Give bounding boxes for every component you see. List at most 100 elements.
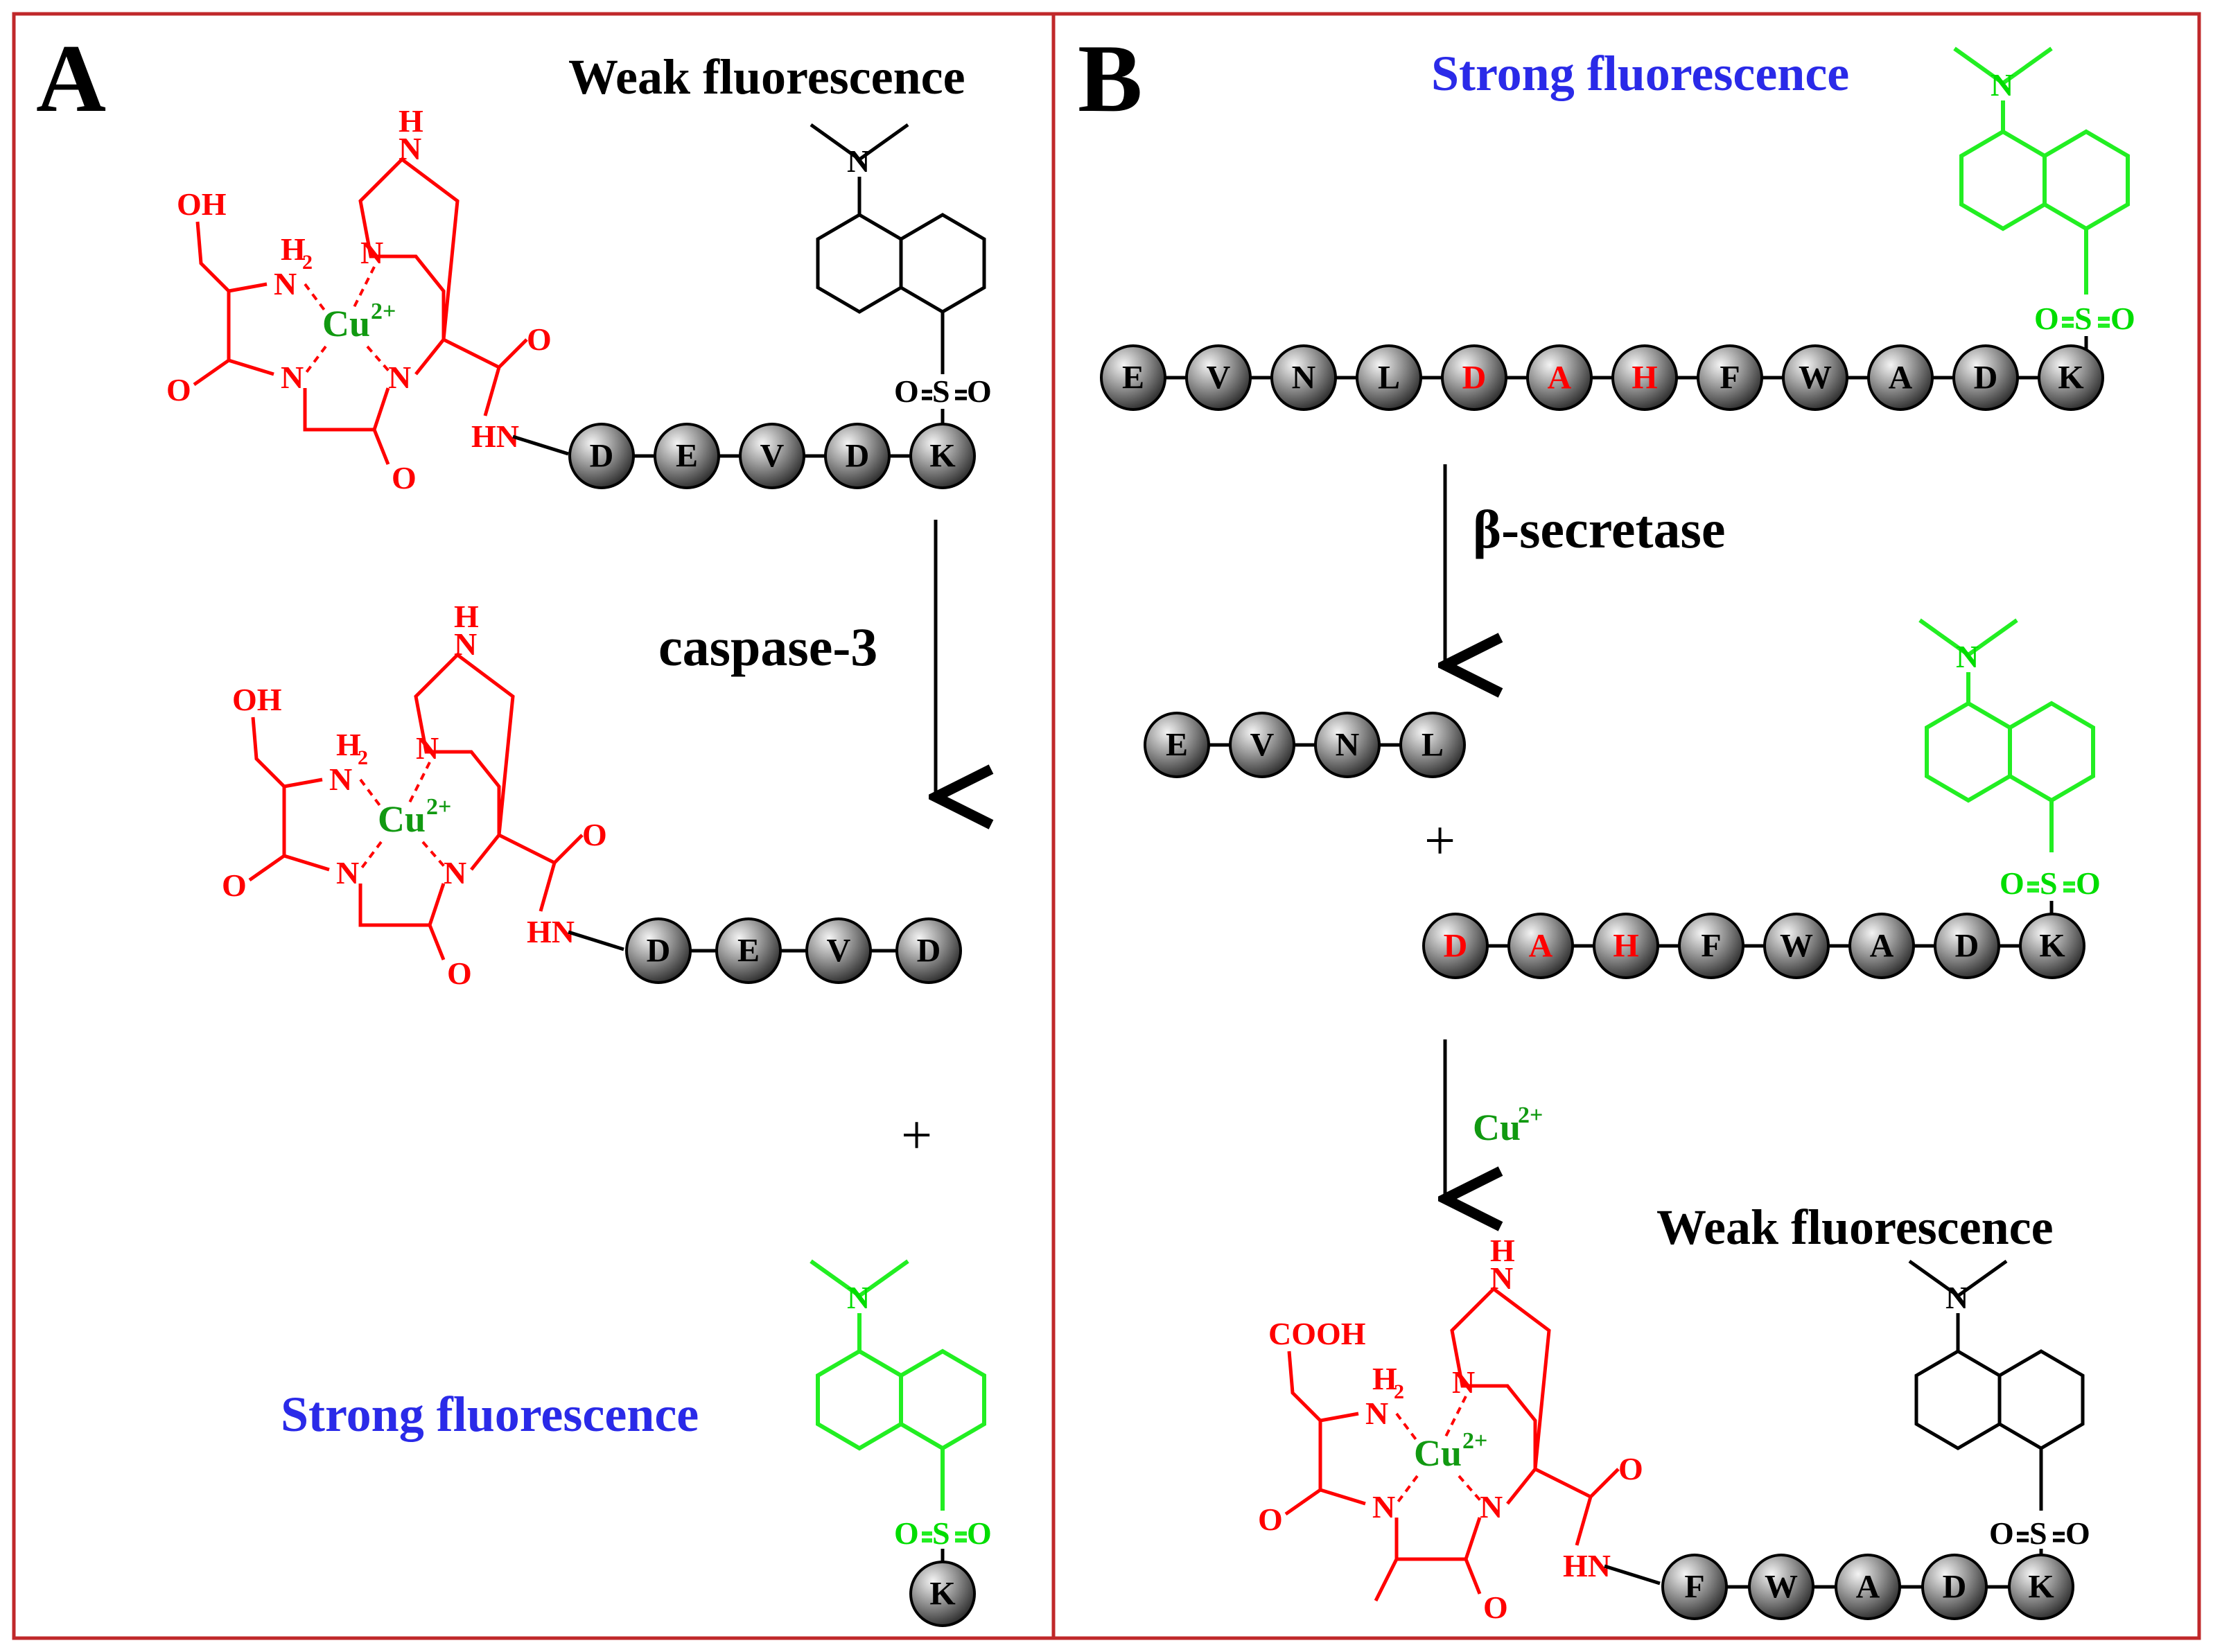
panel-b-bottom-title: Weak fluorescence xyxy=(1656,1200,2054,1255)
amino-acid-bead xyxy=(824,423,891,489)
amino-acid-label: D xyxy=(1444,928,1468,965)
amino-acid-label: E xyxy=(1122,360,1144,396)
amino-acid-bead xyxy=(739,423,805,489)
amino-acid-label: N xyxy=(1292,360,1316,396)
svg-text:O: O xyxy=(894,374,919,409)
svg-text:N: N xyxy=(1490,1260,1513,1296)
svg-text:N: N xyxy=(847,1280,870,1315)
dansyl-b1: N O S O xyxy=(1953,46,2135,353)
enzyme-caspase-3: caspase-3 xyxy=(658,617,877,677)
svg-text:O: O xyxy=(1989,1515,2014,1551)
amino-acid-bead xyxy=(1748,1554,1814,1620)
svg-text:COOH: COOH xyxy=(1268,1316,1366,1351)
amino-acid-label: F xyxy=(1720,360,1740,396)
svg-text:O: O xyxy=(2076,865,2101,901)
metal-step-charge: 2+ xyxy=(1518,1102,1543,1128)
amino-acid-bead xyxy=(1678,913,1744,979)
svg-text:O: O xyxy=(582,817,607,852)
svg-text:S: S xyxy=(2074,301,2092,336)
amino-acid-bead xyxy=(715,917,782,984)
svg-text:O: O xyxy=(447,956,472,991)
svg-text:2: 2 xyxy=(358,746,368,769)
svg-text:H: H xyxy=(1490,1233,1515,1268)
amino-acid-label: W xyxy=(1799,360,1832,396)
svg-text:Cu: Cu xyxy=(1414,1432,1462,1474)
svg-text:O: O xyxy=(967,374,992,409)
enzyme-beta-secretase: β-secretase xyxy=(1473,499,1725,559)
amino-acid-label: E xyxy=(1166,727,1188,764)
svg-text:Cu: Cu xyxy=(378,798,426,840)
amino-acid-label: A xyxy=(1870,928,1894,965)
svg-text:N: N xyxy=(1945,1280,1968,1315)
dansyl-b2: N O S O xyxy=(1918,618,2101,922)
amino-acid-bead xyxy=(2019,913,2085,979)
svg-text:N: N xyxy=(454,626,477,662)
amino-acid-label: F xyxy=(1701,928,1721,965)
amino-acid-label: H xyxy=(1632,360,1657,396)
panel-a-label: A xyxy=(36,25,106,132)
amino-acid-label: L xyxy=(1378,360,1400,396)
svg-text:H: H xyxy=(399,103,423,139)
amino-acid-bead xyxy=(1144,712,1210,778)
svg-text:N: N xyxy=(1480,1489,1503,1524)
svg-text:N: N xyxy=(360,235,383,270)
amino-acid-bead xyxy=(895,917,962,984)
svg-text:N: N xyxy=(399,131,421,166)
plus-b: + xyxy=(1424,811,1455,872)
amino-acid-label: A xyxy=(1889,360,1913,396)
svg-text:H: H xyxy=(336,727,361,762)
svg-text:O: O xyxy=(222,868,247,903)
amino-acid-label: D xyxy=(1974,360,1998,396)
svg-text:2+: 2+ xyxy=(1462,1428,1487,1454)
dansyl-b3: N O S O xyxy=(1908,1259,2090,1563)
amino-acid-label: A xyxy=(1529,928,1553,965)
svg-text:O: O xyxy=(1483,1590,1508,1625)
amino-acid-bead xyxy=(1526,344,1593,411)
svg-text:O: O xyxy=(967,1515,992,1551)
panel-b-label: B xyxy=(1078,25,1142,132)
panel-a-bottom-title: Strong fluorescence xyxy=(281,1387,699,1442)
svg-text:H: H xyxy=(1372,1361,1397,1396)
svg-text:O: O xyxy=(1618,1451,1643,1486)
amino-acid-bead xyxy=(2008,1554,2074,1620)
amino-acid-label: A xyxy=(1856,1569,1880,1606)
svg-text:N: N xyxy=(281,360,304,395)
amino-acid-label: D xyxy=(647,933,671,969)
svg-text:O: O xyxy=(2065,1515,2090,1551)
svg-text:S: S xyxy=(932,374,950,409)
svg-text:H: H xyxy=(454,599,479,634)
amino-acid-bead xyxy=(2038,344,2104,411)
amino-acid-bead xyxy=(1422,913,1489,979)
amino-acid-label: N xyxy=(1336,727,1360,764)
panel-b-top-title: Strong fluorescence xyxy=(1431,46,1849,101)
svg-text:O: O xyxy=(2110,301,2135,336)
svg-text:N: N xyxy=(1956,639,1979,674)
svg-text:O: O xyxy=(392,460,417,495)
svg-text:N: N xyxy=(847,143,870,179)
svg-text:N: N xyxy=(444,855,466,890)
amino-acid-bead xyxy=(1697,344,1763,411)
amino-acid-bead xyxy=(1952,344,2019,411)
amino-acid-label: V xyxy=(760,438,785,475)
svg-text:HN: HN xyxy=(527,914,575,949)
dansyl-a1: N O S O xyxy=(810,123,992,430)
svg-text:N: N xyxy=(388,360,411,395)
amino-acid-label: V xyxy=(1250,727,1275,764)
svg-text:O: O xyxy=(894,1515,919,1551)
svg-text:N: N xyxy=(1991,67,2013,103)
amino-acid-bead xyxy=(1593,913,1659,979)
svg-text:O: O xyxy=(527,322,552,357)
amino-acid-bead xyxy=(909,423,976,489)
amino-acid-bead xyxy=(1314,712,1381,778)
metal-step-label: Cu xyxy=(1473,1107,1521,1148)
amino-acid-bead xyxy=(1611,344,1678,411)
svg-text:2+: 2+ xyxy=(426,794,451,820)
svg-text:2: 2 xyxy=(1394,1380,1404,1403)
amino-acid-label: K xyxy=(929,1576,955,1613)
svg-text:H: H xyxy=(281,231,306,267)
